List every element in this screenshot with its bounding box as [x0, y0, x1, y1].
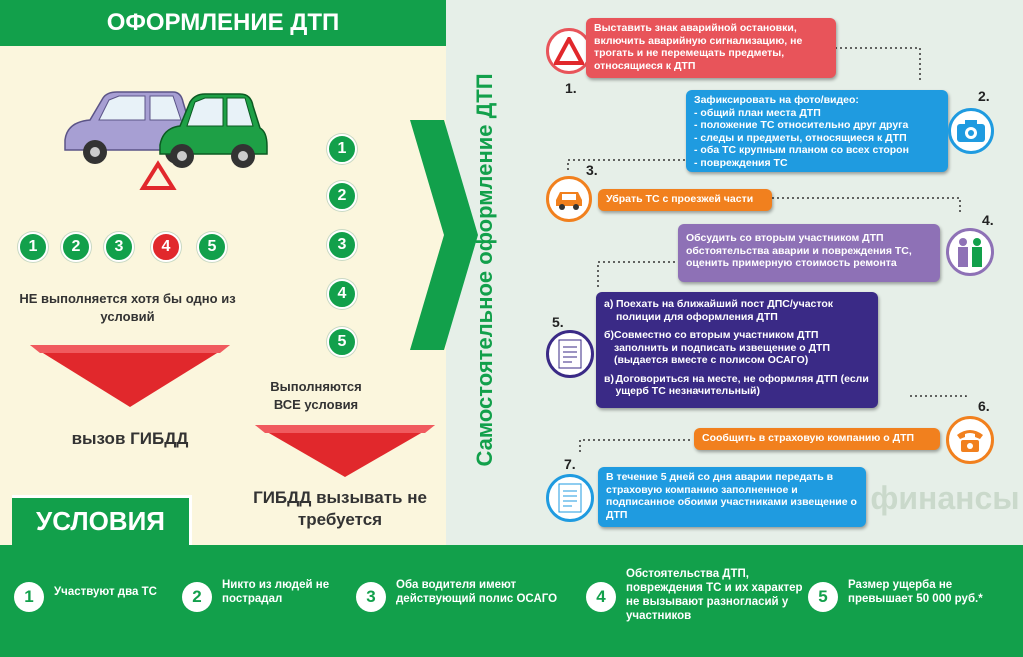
watermark-logo: финансы	[870, 480, 1020, 516]
mid-circle-5: 5	[327, 327, 357, 357]
step1-number: 1.	[565, 80, 577, 96]
step2-title: Зафиксировать на фото/видео:	[694, 94, 859, 106]
step6-box: Сообщить в страховую компанию о ДТП	[694, 428, 940, 450]
red-arrow-left	[30, 345, 230, 407]
option-text: Совместно со вторым участником ДТП запол…	[613, 329, 831, 366]
red-arrow-mid	[255, 425, 435, 477]
green-car-icon	[159, 93, 268, 168]
document-icon	[558, 339, 582, 369]
option-letter: б)	[604, 329, 614, 341]
step2-item: - положение ТС относительно друг друга	[694, 119, 909, 131]
left-circle-2: 2	[61, 232, 91, 262]
left-circle-4: 4	[151, 232, 181, 262]
condition-3-number: 3	[356, 582, 386, 612]
step7-box: В течение 5 дней со дня аварии передать …	[598, 467, 866, 527]
mid-circle-3: 3	[327, 230, 357, 260]
step2-item: - следы и предметы, относящиеся к ДТП	[694, 131, 907, 144]
step7-icon-wrap	[546, 474, 594, 522]
not-met-label: НЕ выполняется хотя бы одно из условий	[19, 291, 236, 324]
step2-item: - общий план места ДТП	[694, 106, 821, 119]
page-title: ОФОРМЛЕНИЕ ДТП	[0, 0, 446, 46]
step5-box: а)Поехать на ближайший пост ДПС/участок …	[596, 292, 878, 408]
conditions-panel	[0, 545, 1023, 657]
option-text: Договориться на месте, не оформляя ДТП (…	[615, 372, 869, 398]
flow-connectors	[567, 47, 967, 452]
step3-icon-wrap	[546, 176, 592, 222]
step2-icon-wrap	[948, 108, 994, 154]
vertical-title: Самостоятельное оформление ДТП	[455, 40, 515, 500]
option-text: Поехать на ближайший пост ДПС/участок по…	[615, 298, 834, 323]
option-letter: а)	[604, 298, 614, 310]
left-circle-5: 5	[197, 232, 227, 262]
document-icon	[558, 483, 582, 513]
step2-item: - оба ТС крупным планом со всех сторон	[694, 144, 909, 156]
all-met-label: Выполняются ВСЕ условия	[270, 379, 362, 412]
step3-box: Убрать ТС с проезжей части	[598, 189, 772, 211]
condition-4-text: Обстоятельства ДТП, повреждения ТС и их …	[626, 568, 803, 622]
vertical-title-text: Самостоятельное оформление ДТП	[472, 73, 497, 467]
step6-icon-wrap	[946, 416, 994, 464]
condition-5-text: Размер ущерба не превышает 50 000 руб.*	[848, 579, 983, 605]
step4-number: 4.	[982, 212, 994, 228]
no-call-label: ГИБДД вызывать не требуется	[253, 488, 427, 529]
condition-2-text: Никто из людей не пострадал	[222, 579, 330, 605]
step3-number: 3.	[586, 162, 598, 178]
collision-illustration	[64, 91, 268, 190]
mid-circle-4: 4	[327, 279, 357, 309]
step1-box: Выставить знак аварийной остановки, вклю…	[586, 18, 836, 78]
car-icon	[556, 192, 582, 210]
option-letter: в)	[604, 372, 614, 385]
step4-box: Обсудить со вторым участником ДТП обстоя…	[678, 224, 940, 282]
step6-number: 6.	[978, 398, 990, 414]
mid-circle-1: 1	[327, 134, 357, 164]
step5-icon-wrap	[546, 330, 594, 378]
step5-option-a: а)Поехать на ближайший пост ДПС/участок …	[604, 298, 870, 323]
condition-1-number: 1	[14, 582, 44, 612]
step2-item: - повреждения ТС	[694, 156, 788, 169]
camera-icon	[957, 120, 985, 142]
call-police-label: вызов ГИБДД	[71, 429, 189, 448]
condition-5-number: 5	[808, 582, 838, 612]
step4-icon-wrap	[946, 228, 994, 276]
two-people-icon	[958, 238, 982, 267]
green-arrow-right	[410, 120, 478, 350]
left-circle-3: 3	[104, 232, 134, 262]
mid-circle-2: 2	[327, 181, 357, 211]
phone-icon	[957, 430, 983, 452]
step7-number: 7.	[564, 456, 576, 472]
step5-option-b: б)Совместно со вторым участником ДТП зап…	[604, 329, 870, 367]
warning-triangle-icon	[554, 37, 584, 65]
condition-3-text: Оба водителя имеют действующий полис ОСА…	[396, 579, 558, 605]
conditions-title: УСЛОВИЯ	[12, 495, 192, 545]
condition-2-number: 2	[182, 582, 212, 612]
left-circle-1: 1	[18, 232, 48, 262]
warning-triangle-icon	[139, 160, 177, 190]
step5-number: 5.	[552, 314, 564, 330]
step5-option-c: в)Договориться на месте, не оформляя ДТП…	[604, 373, 870, 398]
step2-box: Зафиксировать на фото/видео: - общий пла…	[686, 90, 948, 172]
condition-1-text: Участвуют два ТС	[54, 586, 157, 598]
condition-4-number: 4	[586, 582, 616, 612]
step2-number: 2.	[978, 88, 990, 104]
